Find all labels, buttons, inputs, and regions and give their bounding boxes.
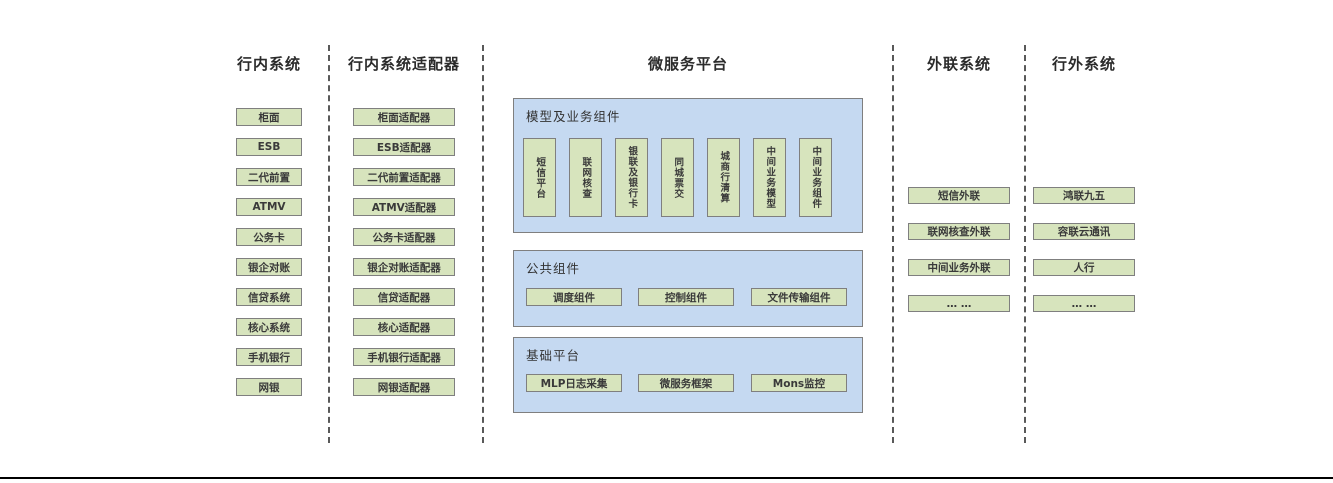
lane-divider bbox=[482, 45, 484, 443]
adapter-box: 柜面适配器 bbox=[353, 108, 455, 126]
internal-system-box: 柜面 bbox=[236, 108, 302, 126]
model-component-box: 中间业务模型 bbox=[753, 138, 786, 217]
lane-title-adapters: 行内系统适配器 bbox=[347, 55, 460, 73]
adapter-box: 信贷适配器 bbox=[353, 288, 455, 306]
model-components-panel: 模型及业务组件 短信平台 联网核查 银联及银行卡 同城票交 城商行清算 中间业务… bbox=[513, 98, 863, 233]
lane-title-internal-systems: 行内系统 bbox=[236, 55, 301, 73]
panel-title: 模型及业务组件 bbox=[526, 109, 621, 124]
internal-system-box: 银企对账 bbox=[236, 258, 302, 276]
adapter-box: ESB适配器 bbox=[353, 138, 455, 156]
internal-system-box: 二代前置 bbox=[236, 168, 302, 186]
outreach-system-box: 短信外联 bbox=[908, 187, 1010, 204]
base-platform-box: MLP日志采集 bbox=[526, 374, 622, 392]
adapter-box: 网银适配器 bbox=[353, 378, 455, 396]
lane-divider bbox=[892, 45, 894, 443]
external-system-box: … … bbox=[1033, 295, 1135, 312]
lane-title-outreach-systems: 外联系统 bbox=[926, 55, 991, 73]
adapter-box: 公务卡适配器 bbox=[353, 228, 455, 246]
outreach-system-box: 中间业务外联 bbox=[908, 259, 1010, 276]
model-component-box: 联网核查 bbox=[569, 138, 602, 217]
internal-system-box: 信贷系统 bbox=[236, 288, 302, 306]
internal-system-box: 网银 bbox=[236, 378, 302, 396]
adapter-box: 银企对账适配器 bbox=[353, 258, 455, 276]
model-component-box: 短信平台 bbox=[523, 138, 556, 217]
adapter-box: 二代前置适配器 bbox=[353, 168, 455, 186]
adapter-box: 核心适配器 bbox=[353, 318, 455, 336]
common-component-box: 文件传输组件 bbox=[751, 288, 847, 306]
internal-system-box: ESB bbox=[236, 138, 302, 156]
lane-title-microservice-platform: 微服务平台 bbox=[647, 55, 728, 73]
common-component-box: 调度组件 bbox=[526, 288, 622, 306]
lane-divider bbox=[328, 45, 330, 443]
external-system-box: 鸿联九五 bbox=[1033, 187, 1135, 204]
panel-title: 公共组件 bbox=[526, 261, 581, 276]
common-components-panel: 公共组件 调度组件 控制组件 文件传输组件 bbox=[513, 250, 863, 327]
common-component-box: 控制组件 bbox=[638, 288, 734, 306]
internal-system-box: 公务卡 bbox=[236, 228, 302, 246]
internal-system-box: ATMV bbox=[236, 198, 302, 216]
model-component-box: 中间业务组件 bbox=[799, 138, 832, 217]
internal-system-box: 核心系统 bbox=[236, 318, 302, 336]
model-component-box: 同城票交 bbox=[661, 138, 694, 217]
adapter-box: 手机银行适配器 bbox=[353, 348, 455, 366]
lane-title-external-systems: 行外系统 bbox=[1051, 55, 1116, 73]
external-system-box: 人行 bbox=[1033, 259, 1135, 276]
base-platform-box: Mons监控 bbox=[751, 374, 847, 392]
panel-title: 基础平台 bbox=[526, 348, 581, 363]
model-component-box: 银联及银行卡 bbox=[615, 138, 648, 217]
internal-system-box: 手机银行 bbox=[236, 348, 302, 366]
bottom-rule bbox=[0, 477, 1333, 479]
base-platform-box: 微服务框架 bbox=[638, 374, 734, 392]
adapter-box: ATMV适配器 bbox=[353, 198, 455, 216]
outreach-system-box: 联网核查外联 bbox=[908, 223, 1010, 240]
model-component-box: 城商行清算 bbox=[707, 138, 740, 217]
lane-divider bbox=[1024, 45, 1026, 443]
base-platform-panel: 基础平台 MLP日志采集 微服务框架 Mons监控 bbox=[513, 337, 863, 413]
external-system-box: 容联云通讯 bbox=[1033, 223, 1135, 240]
outreach-system-box: … … bbox=[908, 295, 1010, 312]
